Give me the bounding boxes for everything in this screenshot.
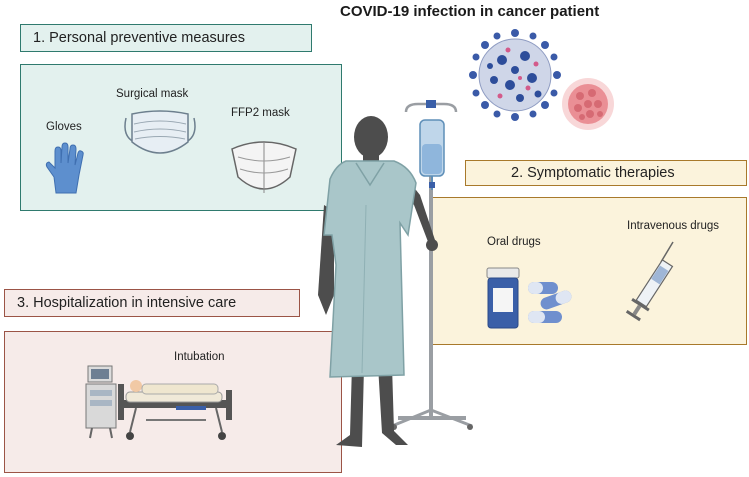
section-2-panel — [432, 197, 747, 345]
gloves-label: Gloves — [46, 121, 82, 133]
intravenous-drugs-label: Intravenous drugs — [627, 220, 720, 232]
coronavirus-icon — [469, 29, 561, 121]
hospital-bed-icon — [118, 380, 232, 440]
surgical-mask-label: Surgical mask — [116, 88, 189, 100]
section-1-label-text: 1. Personal preventive measures — [33, 30, 245, 46]
pills-icon — [528, 282, 572, 323]
diagram-title: COVID-19 infection in cancer patient — [340, 3, 600, 20]
oral-drugs-label: Oral drugs — [487, 236, 541, 248]
pill-bottle-icon — [486, 267, 520, 329]
patient-icon — [318, 116, 438, 447]
section-2-label: 2. Symptomatic therapies — [465, 160, 747, 186]
iv-stand-icon — [391, 100, 473, 430]
intubation-label: Intubation — [174, 351, 225, 363]
syringe-icon — [625, 241, 674, 322]
section-3-label-text: 3. Hospitalization in intensive care — [17, 295, 237, 311]
ventilator-icon — [85, 365, 117, 439]
surgical-mask-icon — [124, 110, 196, 154]
cancer-cell-icon — [562, 78, 614, 130]
section-3-label: 3. Hospitalization in intensive care — [4, 289, 300, 317]
glove-icon — [45, 142, 84, 194]
ffp2-mask-label: FFP2 mask — [231, 107, 290, 119]
section-2-label-text: 2. Symptomatic therapies — [511, 165, 675, 181]
ffp2-mask-icon — [231, 141, 297, 193]
section-1-label: 1. Personal preventive measures — [20, 24, 312, 52]
